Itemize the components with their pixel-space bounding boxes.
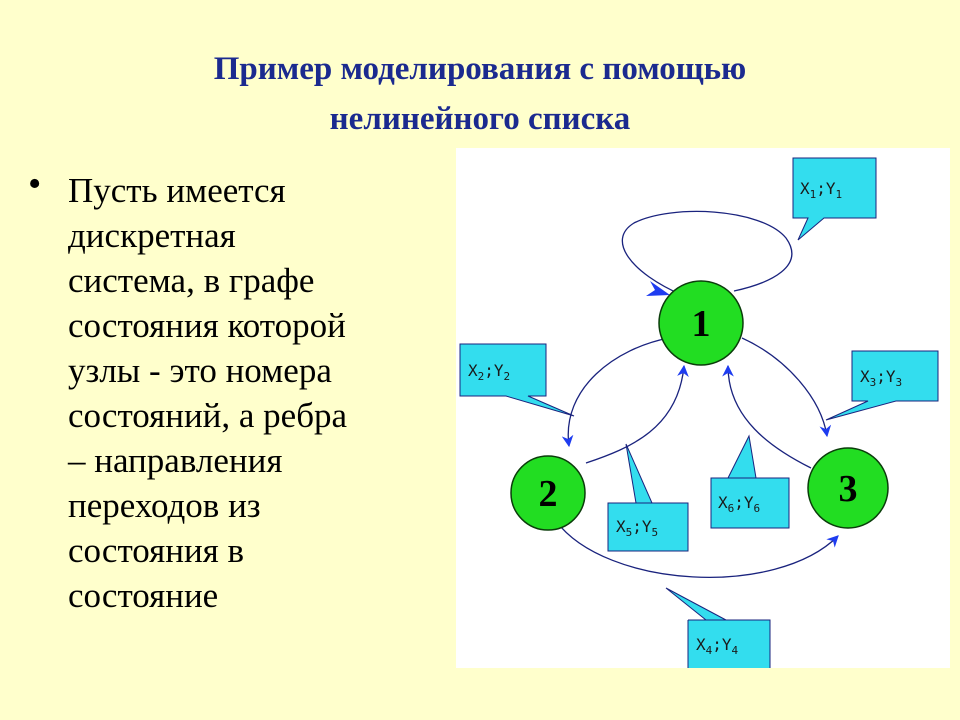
bullet-line: состояния которой: [68, 306, 346, 345]
callout-x6-y6: X6;Y6: [718, 493, 760, 515]
callout-x2-y2-bubble: [459, 343, 575, 417]
callout-x2-y2: X2;Y2: [468, 361, 510, 383]
state-graph-diagram: X1;Y1 X2;Y2 X3;Y3 X4;Y4 X5;Y5 X6;Y6 1 2 …: [456, 148, 950, 668]
bullet-text: Пусть имеется дискретная система, в граф…: [68, 168, 448, 618]
state-graph-svg: X1;Y1 X2;Y2 X3;Y3 X4;Y4 X5;Y5 X6;Y6 1 2 …: [459, 157, 939, 668]
node-1-label: 1: [692, 303, 711, 345]
edge-3-to-1: [722, 364, 812, 469]
node-2: 2: [510, 455, 586, 531]
callout-x1-y1: X1;Y1: [800, 179, 842, 201]
bullet-line: дискретная: [68, 216, 236, 255]
node-2-label: 2: [539, 473, 558, 515]
callout-x5-y5: X5;Y5: [616, 517, 658, 539]
node-3-label: 3: [839, 468, 858, 510]
callout-x3-y3: X3;Y3: [860, 367, 902, 389]
bullet-line: состояния в: [68, 531, 245, 570]
bullet-line: – направления: [68, 441, 283, 480]
node-3: 3: [807, 447, 889, 529]
edge-1-to-2: [561, 337, 670, 448]
callout-x1-y1-bubble: [792, 157, 877, 241]
edge-1-self-loop: [621, 210, 793, 296]
node-1: 1: [658, 280, 744, 366]
bullet-icon: •: [28, 163, 42, 205]
bullet-line: переходов из: [68, 486, 261, 525]
edge-2-to-3: [555, 520, 839, 578]
arrowhead-self-loop-icon: [646, 281, 670, 296]
bullet-line: узлы - это номера: [68, 351, 332, 390]
callout-x6-y6-bubble: [710, 434, 790, 529]
bullet-line: состояние: [68, 576, 219, 615]
title-line-2: нелинейного списка: [329, 101, 631, 137]
callout-x4-y4: X4;Y4: [696, 635, 739, 657]
callout-x3-y3-bubble: [825, 350, 939, 421]
bullet-line: Пусть имеется: [68, 171, 286, 210]
callout-x4-y4-bubble: [665, 587, 771, 668]
title-line-1: Пример моделирования с помощью: [213, 51, 747, 87]
edge-2-to-1: [585, 364, 689, 464]
callout-x5-y5-bubble: [607, 443, 689, 552]
slide-title: Пример моделирования с помощью нелинейно…: [0, 44, 960, 144]
bullet-line: система, в графе: [68, 261, 315, 300]
bullet-line: состояний, а ребра: [68, 396, 348, 435]
edge-1-to-3: [741, 337, 832, 438]
